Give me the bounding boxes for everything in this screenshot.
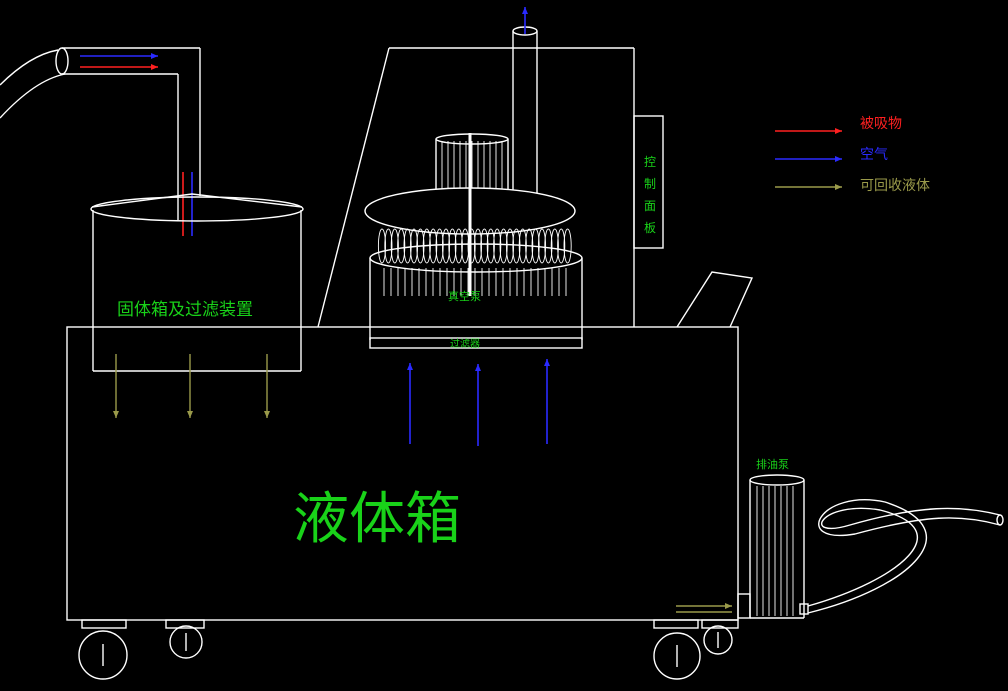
wheel-rear-right [701, 619, 739, 655]
handle [676, 271, 754, 328]
coil-loop [493, 228, 502, 264]
control-panel-label-1: 控 [644, 155, 656, 169]
legend-label-liquid: 可回收液体 [860, 178, 930, 194]
oil-pump: 排油泵 [676, 457, 809, 619]
legend-item-suction: 被吸物 [775, 116, 902, 134]
legend-item-liquid: 可回收液体 [775, 178, 930, 194]
coil-loop [403, 228, 412, 264]
wheels [78, 619, 739, 680]
liquid-drain-arrows [113, 354, 270, 418]
coil-loop [448, 228, 457, 264]
coil-loop [505, 228, 515, 264]
coil-loop [397, 228, 406, 264]
coil-loop [467, 228, 476, 264]
liquid-tank: 液体箱 [66, 326, 739, 621]
vacuum-pump-label: 真空泵 [448, 289, 481, 303]
discharge-hose [807, 499, 1004, 614]
coil-loop [512, 228, 521, 264]
coil-loop [435, 228, 444, 264]
liquid-tank-label: 液体箱 [293, 487, 461, 552]
coil-loop [441, 228, 451, 264]
coil-loop [544, 228, 553, 264]
coil-loop [499, 228, 508, 264]
oil-pump-label: 排油泵 [756, 457, 789, 471]
legend-label-suction: 被吸物 [860, 116, 902, 132]
legend-item-air: 空气 [775, 147, 888, 163]
solid-box: 固体箱及过滤装置 [90, 193, 304, 372]
filter: 过滤器 [369, 337, 583, 350]
wheel-front-left [78, 619, 128, 680]
control-panel-label-3: 面 [644, 199, 656, 213]
air-flow-arrows [407, 359, 550, 446]
control-panel-label-2: 制 [644, 177, 656, 191]
exhaust-pipe [512, 7, 538, 200]
coil-loop [563, 228, 572, 264]
vacuum-pump: 真空泵 [364, 133, 583, 340]
suction-flow-arrows [80, 53, 193, 236]
coil-loop [550, 228, 559, 264]
coil-loop [473, 228, 483, 264]
coil-loop [384, 228, 393, 264]
coil-loop [390, 228, 399, 264]
suction-hose [0, 47, 201, 220]
coil-loop [486, 228, 495, 264]
wheel-front-right [653, 619, 701, 680]
control-panel-label-4: 板 [644, 221, 656, 235]
coil-loop [557, 228, 566, 264]
filter-label: 过滤器 [450, 337, 480, 350]
legend-label-air: 空气 [860, 147, 888, 163]
solid-box-label: 固体箱及过滤装置 [117, 300, 253, 320]
coil-loop [377, 228, 387, 264]
coil-loop [480, 228, 489, 264]
wheel-rear-left [165, 619, 205, 659]
legend: 被吸物 空气 可回收液体 [775, 116, 930, 194]
control-panel: 控 制 面 板 [633, 115, 664, 249]
coil-loop [454, 228, 463, 264]
